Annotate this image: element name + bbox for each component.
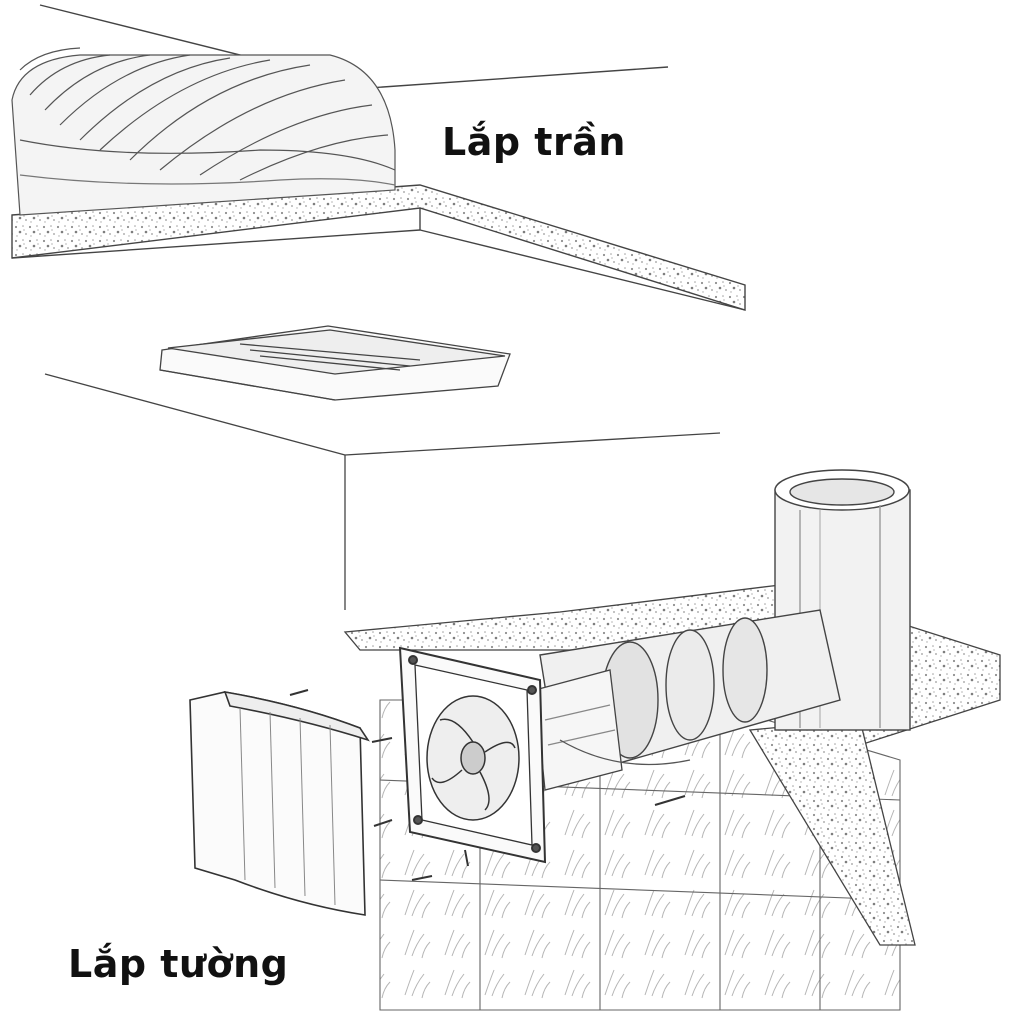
ceiling-vent-grille xyxy=(159,325,511,401)
flexible-duct xyxy=(11,47,396,216)
wall-block xyxy=(44,373,721,610)
wall-mount-label: Lắp tường xyxy=(68,942,289,986)
ceiling-mount-label: Lắp trần xyxy=(442,120,626,164)
fan-impeller xyxy=(426,695,520,821)
front-cover-panel xyxy=(189,690,370,916)
mounting-screws xyxy=(289,689,686,881)
